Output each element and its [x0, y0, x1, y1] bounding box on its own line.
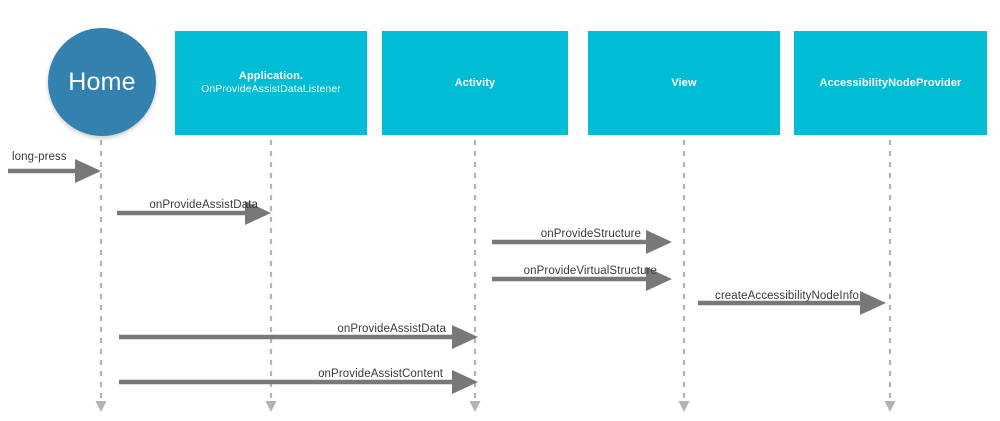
message-arrowhead-on-provide-structure [646, 230, 672, 254]
participant-application-listener-subtitle: OnProvideAssistDataListener [201, 83, 341, 95]
participant-view-title: View [671, 76, 697, 89]
lifeline-end-arrow-home [95, 401, 107, 412]
participant-accessibility-node-provider-label: AccessibilityNodeProvider [814, 77, 968, 90]
message-arrowhead-create-accessibility-node-info [860, 291, 886, 315]
message-label-on-provide-assist-data-1: onProvideAssistData [149, 199, 258, 211]
participant-application-listener-title: Application. [238, 70, 304, 82]
message-arrowhead-long-press [75, 159, 101, 183]
message-label-on-provide-virtual-structure: onProvideVirtualStructure [523, 265, 657, 277]
participant-view-label: View [665, 77, 702, 90]
participant-view[interactable]: View [588, 31, 780, 135]
lifeline-end-arrow-accessibility-node-provider [884, 401, 896, 412]
message-label-on-provide-assist-content: onProvideAssistContent [318, 368, 443, 380]
participant-application-listener-label: Application. OnProvideAssistDataListener [195, 70, 347, 96]
participant-accessibility-node-provider-title: AccessibilityNodeProvider [819, 76, 962, 89]
message-label-on-provide-assist-data-2: onProvideAssistData [337, 323, 446, 335]
lifeline-end-arrow-view [678, 401, 690, 412]
message-arrowhead-on-provide-assist-data-1 [245, 201, 271, 225]
participant-activity-title: Activity [454, 76, 496, 89]
participant-home-label: Home [68, 67, 136, 96]
message-label-long-press: long-press [12, 151, 67, 163]
lifelines-group [95, 140, 896, 412]
participant-activity[interactable]: Activity [382, 31, 568, 135]
message-arrowhead-on-provide-assist-content [452, 370, 478, 394]
message-arrowhead-on-provide-virtual-structure [646, 267, 672, 291]
participant-accessibility-node-provider[interactable]: AccessibilityNodeProvider [794, 31, 987, 135]
lifeline-end-arrow-application-listener [265, 401, 277, 412]
lifeline-end-arrow-activity [469, 401, 481, 412]
message-label-on-provide-structure: onProvideStructure [540, 228, 641, 240]
message-arrows-group [8, 159, 886, 394]
message-label-create-accessibility-node-info: createAccessibilityNodeInfo [715, 290, 859, 302]
participant-activity-label: Activity [449, 77, 502, 90]
participant-home[interactable]: Home [48, 28, 156, 136]
participant-application-listener[interactable]: Application. OnProvideAssistDataListener [175, 31, 367, 135]
message-arrowhead-on-provide-assist-data-2 [452, 325, 478, 349]
